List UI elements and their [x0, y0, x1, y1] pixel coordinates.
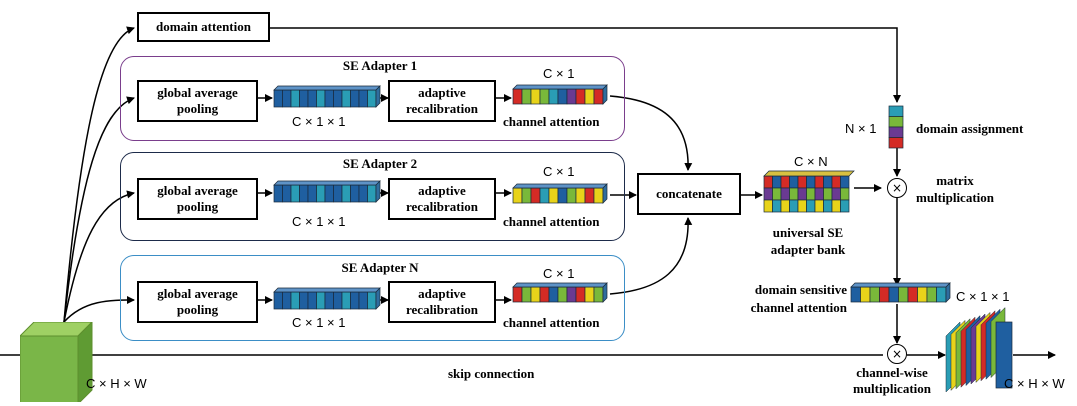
se-adapter-n-group	[120, 255, 625, 341]
input-feature-cube	[20, 322, 93, 402]
concatenate-box: concatenate	[637, 173, 741, 215]
attention-vector-1	[512, 84, 608, 105]
att-label-n: channel attention	[503, 315, 600, 330]
output-dim-label: C × H × W	[1004, 376, 1065, 391]
domain-attention-box: domain attention	[137, 12, 270, 42]
attention-vector-n	[512, 282, 608, 303]
channel-mult-label: channel-wise multiplication	[852, 365, 931, 396]
arrow-to-adapterN	[63, 296, 135, 323]
assign-dim-label: N × 1	[845, 121, 877, 136]
att-label-2: channel attention	[503, 214, 600, 229]
domain-assignment-vector	[888, 105, 904, 149]
pooled-dim-1: C × 1 × 1	[292, 114, 346, 129]
matrix-mult-operator: ×	[887, 178, 907, 198]
sensitive-label: domain sensitive channel attention	[750, 282, 847, 315]
att-dim-1: C × 1	[543, 66, 575, 81]
input-dim-label: C × H × W	[86, 376, 147, 391]
pooled-vector-2	[273, 180, 381, 203]
arrow-to-adapter2	[63, 190, 135, 323]
pooled-vector-1	[273, 85, 381, 108]
se-adapter-n-title: SE Adapter N	[341, 260, 419, 275]
recal-box-n: adaptive recalibration	[388, 281, 496, 323]
sensitive-dim-label: C × 1 × 1	[956, 289, 1010, 304]
recal-box-2: adaptive recalibration	[388, 178, 496, 220]
recal-box-1: adaptive recalibration	[388, 80, 496, 122]
arrow-to-domain-attention	[63, 26, 135, 323]
gap-box-n: global average pooling	[137, 281, 258, 323]
se-adapter-2-group	[120, 152, 625, 241]
bank-label: universal SE adapter bank	[770, 225, 846, 257]
gap-box-2: global average pooling	[137, 178, 258, 220]
att-dim-n: C × 1	[543, 266, 575, 281]
gap-box-1: global average pooling	[137, 80, 258, 122]
output-feature-volume	[945, 306, 1013, 393]
pooled-dim-n: C × 1 × 1	[292, 315, 346, 330]
bank-dim-label: C × N	[794, 154, 828, 169]
pooled-dim-2: C × 1 × 1	[292, 214, 346, 229]
se-adapter-1-title: SE Adapter 1	[342, 58, 418, 73]
pooled-vector-n	[273, 287, 381, 310]
arrow-attN-to-concat	[609, 217, 693, 295]
skip-connection-label: skip connection	[448, 366, 535, 381]
assign-label: domain assignment	[916, 121, 1024, 136]
attention-vector-2	[512, 183, 608, 204]
att-label-1: channel attention	[503, 114, 600, 129]
arrow-att1-to-concat	[609, 95, 693, 171]
channel-mult-operator: ×	[887, 344, 907, 364]
sensitive-vector	[850, 282, 951, 303]
domain-attention-line	[270, 27, 901, 103]
adapter-bank-grid	[763, 170, 855, 213]
att-dim-2: C × 1	[543, 164, 575, 179]
matrix-mult-label: matrix multiplication	[915, 173, 994, 205]
arrow-to-adapter1	[63, 96, 135, 323]
se-adapter-2-title: SE Adapter 2	[342, 156, 418, 171]
se-adapter-1-group	[120, 56, 625, 141]
